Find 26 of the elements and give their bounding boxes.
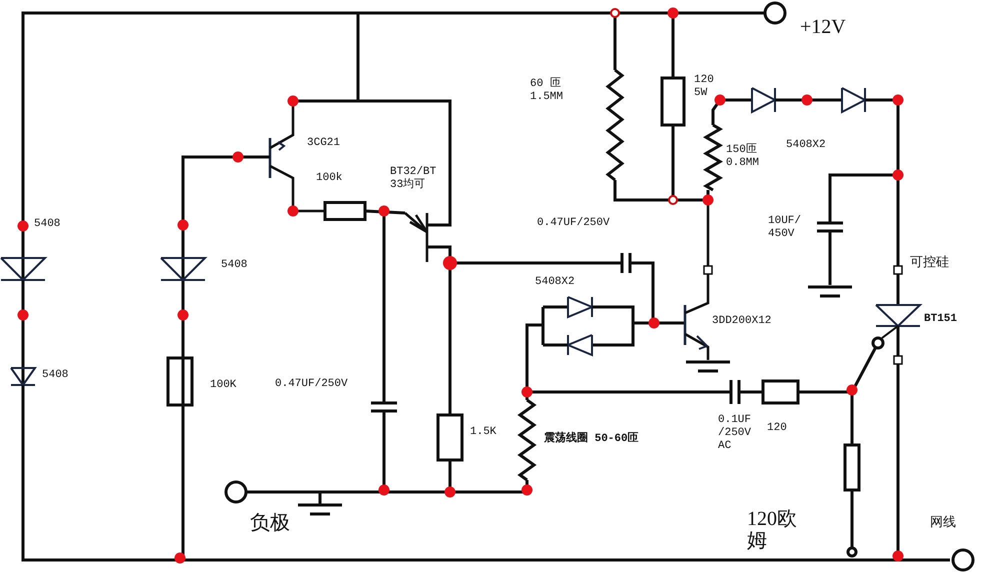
voltage-label: +12V <box>800 16 846 38</box>
component-label: 150匝 0.8MM <box>726 144 760 170</box>
component-label: 120 5W <box>694 74 715 100</box>
component-label: 100K <box>210 379 236 392</box>
terminal-label: 网线 <box>930 515 956 530</box>
terminal-label: 负极 <box>250 512 290 534</box>
component-label: 3CG21 <box>307 137 340 150</box>
component-label: 5408 <box>34 218 60 231</box>
component-label: 1.5K <box>470 426 496 439</box>
component-label: BT32/BT 33均可 <box>390 166 438 192</box>
component-label: 0.47UF/250V <box>537 217 610 230</box>
component-label: 10UF/ 450V <box>768 215 802 241</box>
component-label: 0.47UF/250V <box>275 378 348 391</box>
component-label: 震荡线圈 50-60匝 <box>544 433 639 446</box>
component-label: 100k <box>316 172 342 185</box>
component-label: 60 匝1.5MM <box>530 78 564 104</box>
component-label: 5408 <box>42 369 68 382</box>
component-label: BT151 <box>924 313 958 326</box>
component-label: 5408X2 <box>786 139 826 152</box>
component-label: 3DD200X12 <box>712 315 772 328</box>
component-label: 0.1UF /250V AC <box>718 414 752 453</box>
component-label: 120欧姆 <box>747 508 798 552</box>
component-label: 可控硅 <box>910 255 949 270</box>
component-label: 5408 <box>221 259 248 272</box>
component-label: 5408X2 <box>535 276 575 289</box>
component-label: 120 <box>767 422 787 435</box>
